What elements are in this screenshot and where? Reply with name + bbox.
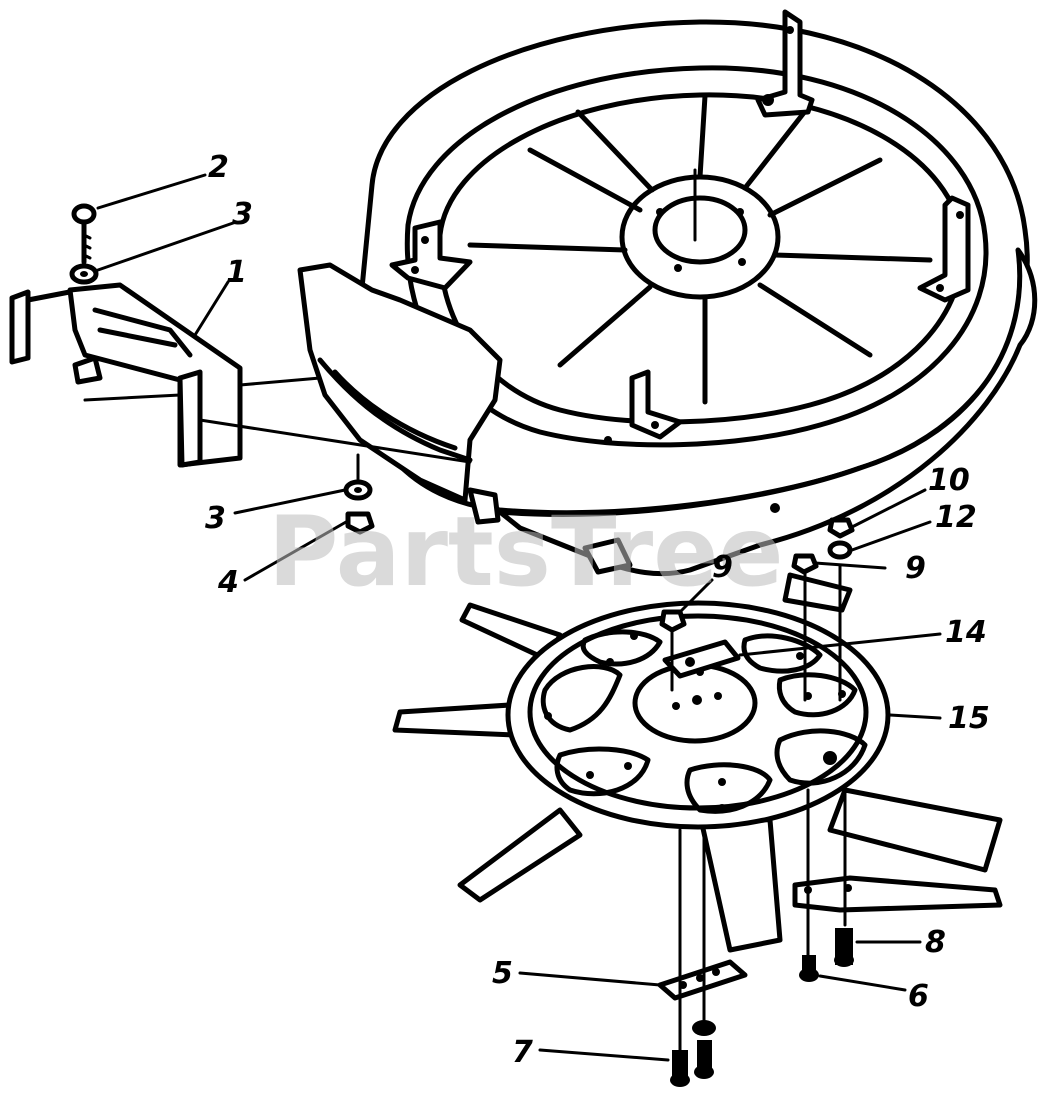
callout-1: 1	[226, 255, 247, 290]
watermark-text: PartsTree	[268, 496, 783, 608]
blower-housing	[352, 9, 1038, 577]
bolt-8	[834, 928, 854, 967]
callout-8: 8	[925, 925, 946, 960]
callout-6: 6	[908, 979, 929, 1014]
deflector-part-1	[9, 282, 472, 468]
washer-12	[827, 540, 853, 560]
nut-4	[345, 511, 375, 535]
bolt-7	[670, 1040, 714, 1087]
callout-3-upper: 3	[232, 197, 253, 232]
callout-7: 7	[512, 1035, 533, 1070]
nut-9-center	[659, 609, 687, 692]
washer-3-upper	[69, 263, 99, 285]
callout-labels: 2 3 1 3 4 10 12 9 9 14 15 8 5 6 7	[205, 150, 990, 1070]
callout-4: 4	[217, 565, 239, 600]
bolt-6	[799, 955, 819, 982]
callout-9-right: 9	[905, 551, 926, 586]
leader-lines	[96, 173, 942, 1062]
callout-15: 15	[948, 701, 990, 736]
callout-3-lower: 3	[205, 501, 226, 536]
discharge-chute	[297, 262, 633, 575]
nut-10	[827, 517, 855, 539]
blade-disc-part-15	[392, 572, 1003, 953]
callout-10: 10	[928, 463, 970, 498]
callout-12: 12	[935, 500, 977, 535]
carriage-bolt-2	[71, 203, 97, 265]
callout-9-center: 9	[712, 550, 733, 585]
callout-14: 14	[945, 615, 987, 650]
callout-2: 2	[208, 150, 229, 185]
washer-lower	[692, 1020, 716, 1036]
callout-5: 5	[492, 956, 513, 991]
blade-plate-lower-right	[792, 875, 1003, 913]
nut-9-right	[791, 553, 842, 702]
